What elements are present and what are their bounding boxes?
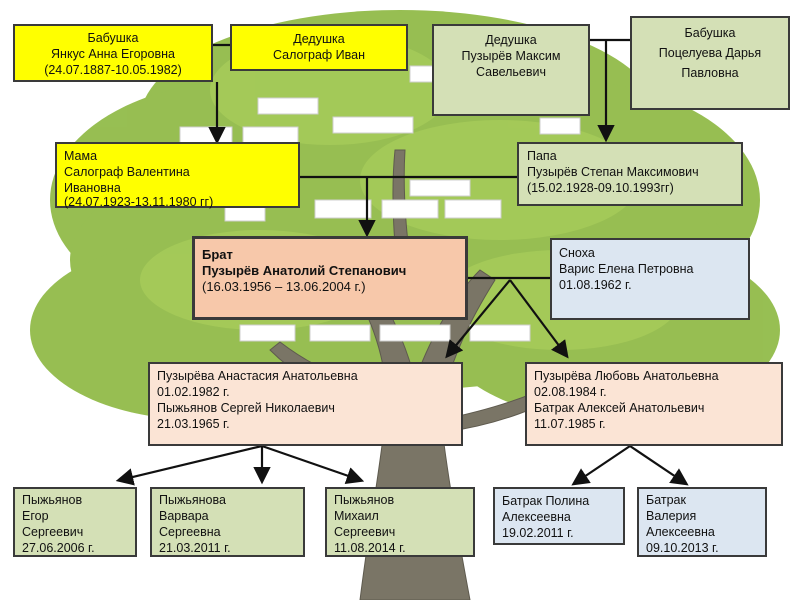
spouse-name: Пыжьянов Сергей Николаевич bbox=[157, 401, 335, 415]
spouse-name: Батрак Алексей Анатольевич bbox=[534, 401, 705, 415]
person-name-line2: Павловна bbox=[681, 66, 739, 80]
daughter-right-box: Пузырёва Любовь Анатольевна 02.08.1984 г… bbox=[525, 362, 783, 446]
surname-and-name: Батрак Полина bbox=[502, 494, 590, 508]
birth-date: 27.06.2006 г. bbox=[22, 541, 95, 555]
patronymic: Сергеевна bbox=[159, 525, 221, 539]
life-dates: (24.07.1923-13.11.1980 гг) bbox=[64, 195, 214, 209]
patronymic: Алексеевна bbox=[502, 510, 571, 524]
patronymic: Сергеевич bbox=[334, 525, 396, 539]
surname: Пыжьянов bbox=[22, 493, 83, 507]
person-name-line1: Пузырёв Максим bbox=[461, 49, 561, 63]
life-dates: (15.02.1928-09.10.1993гг) bbox=[527, 181, 674, 195]
patronymic: Сергеевич bbox=[22, 525, 84, 539]
person-name: Варис Елена Петровна bbox=[559, 262, 694, 276]
grandchild-box-5: Батрак Валерия Алексеевна 09.10.2013 г. bbox=[637, 487, 767, 557]
grandfather-left-box: Дедушка Салограф Иван bbox=[230, 24, 408, 71]
brother-box: Брат Пузырёв Анатолий Степанович (16.03.… bbox=[192, 236, 468, 320]
birth-date: 19.02.2011 г. bbox=[502, 526, 574, 540]
birth-date: 09.10.2013 г. bbox=[646, 541, 719, 555]
person-name: Пузырёва Анастасия Анатольевна bbox=[157, 369, 358, 383]
person-name: Янкус Анна Егоровна bbox=[51, 47, 175, 61]
birth-date: 11.08.2014 г. bbox=[334, 541, 406, 555]
grandchild-box-3: Пыжьянов Михаил Сергеевич 11.08.2014 г. bbox=[325, 487, 475, 557]
spouse-birth-date: 21.03.1965 г. bbox=[157, 417, 230, 431]
daughter-left-box: Пузырёва Анастасия Анатольевна 01.02.198… bbox=[148, 362, 463, 446]
grandfather-right-box: Дедушка Пузырёв Максим Савельевич bbox=[432, 24, 590, 116]
first-name: Варвара bbox=[159, 509, 209, 523]
spouse-birth-date: 11.07.1985 г. bbox=[534, 417, 606, 431]
person-name-line2: Ивановна bbox=[64, 181, 121, 195]
first-name: Михаил bbox=[334, 509, 379, 523]
surname: Батрак bbox=[646, 493, 686, 507]
role-label: Бабушка bbox=[87, 31, 139, 45]
role-label: Мама bbox=[64, 149, 98, 163]
role-label: Дедушка bbox=[485, 33, 537, 47]
person-name-line1: Салограф Валентина bbox=[64, 165, 190, 179]
role-label: Папа bbox=[527, 149, 557, 163]
arrow-to-grandchild-1 bbox=[115, 444, 263, 486]
person-name: Салограф Иван bbox=[272, 48, 366, 62]
surname: Пыжьянова bbox=[159, 493, 226, 507]
role-label: Сноха bbox=[559, 246, 595, 260]
role-label: Бабушка bbox=[684, 26, 736, 40]
life-dates: (24.07.1887-10.05.1982) bbox=[44, 63, 182, 77]
person-name-line2: Савельевич bbox=[475, 65, 547, 79]
tree-blank-labels bbox=[179, 65, 581, 342]
birth-date: 01.02.1982 г. bbox=[157, 385, 230, 399]
arrow-to-grandchild-4 bbox=[571, 445, 631, 486]
birth-date: 02.08.1984 г. bbox=[534, 385, 607, 399]
patronymic: Алексеевна bbox=[646, 525, 715, 539]
birth-date: 01.08.1962 г. bbox=[559, 278, 632, 292]
grandchild-box-1: Пыжьянов Егор Сергеевич 27.06.2006 г. bbox=[13, 487, 137, 557]
mother-box: Мама Салограф Валентина Ивановна (24.07.… bbox=[55, 142, 300, 209]
grandchild-box-2: Пыжьянова Варвара Сергеевна 21.03.2011 г… bbox=[150, 487, 305, 557]
daughter-in-law-box: Сноха Варис Елена Петровна 01.08.1962 г. bbox=[550, 238, 750, 320]
person-name: Пузырёв Степан Максимович bbox=[527, 165, 699, 179]
grandmother-right-box: Бабушка Поцелуева Дарья Павловна bbox=[630, 16, 790, 110]
surname: Пыжьянов bbox=[334, 493, 395, 507]
arrow-to-daughter-right bbox=[509, 279, 569, 359]
role-label: Дедушка bbox=[293, 32, 345, 46]
arrow-to-grandchild-5 bbox=[629, 445, 689, 486]
birth-date: 21.03.2011 г. bbox=[159, 541, 231, 555]
person-name: Пузырёв Анатолий Степанович bbox=[202, 263, 407, 278]
grandmother-left-box: Бабушка Янкус Анна Егоровна (24.07.1887-… bbox=[13, 24, 213, 82]
first-name: Валерия bbox=[646, 509, 697, 523]
role-label: Брат bbox=[202, 247, 233, 262]
arrow-to-daughter-left bbox=[445, 279, 511, 359]
person-name: Пузырёва Любовь Анатольевна bbox=[534, 369, 719, 383]
grandchild-box-4: Батрак Полина Алексеевна 19.02.2011 г. bbox=[493, 487, 625, 545]
person-name-line1: Поцелуева Дарья bbox=[658, 46, 762, 60]
father-box: Папа Пузырёв Степан Максимович (15.02.19… bbox=[517, 142, 743, 206]
first-name: Егор bbox=[22, 509, 49, 523]
arrow-to-grandchild-3 bbox=[261, 444, 365, 484]
life-dates: (16.03.1956 – 13.06.2004 г.) bbox=[202, 279, 366, 294]
